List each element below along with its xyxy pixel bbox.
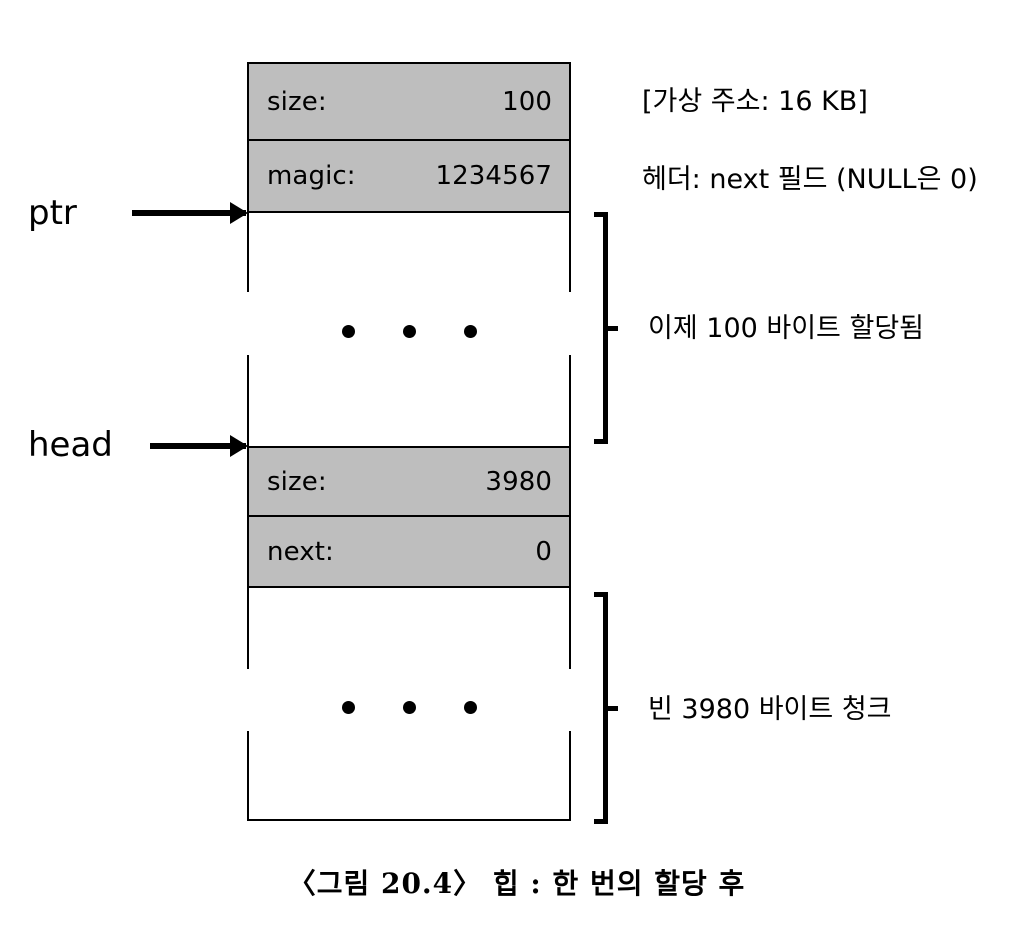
brace-spine	[603, 592, 608, 824]
allocated-region-brace	[588, 212, 618, 444]
allocated-chunk-magic-row: magic: 1234567	[247, 139, 571, 213]
ellipsis-dot	[402, 701, 416, 714]
ellipsis-dot	[341, 701, 355, 714]
free-body-left-rail-lower	[247, 731, 249, 819]
free-chunk-size-value: 3980	[485, 466, 552, 497]
brace-cap-top	[594, 212, 608, 217]
pointer-arrow-head	[150, 443, 246, 449]
allocated-chunk-magic-label: magic:	[267, 161, 356, 191]
ellipsis-dot	[402, 325, 416, 338]
figure-caption: 〈그림 20.4〉 힙 : 한 번의 할당 후	[287, 867, 746, 900]
brace-cap-bottom	[594, 819, 608, 824]
free-body-ellipsis	[247, 701, 571, 714]
free-body-bottom-edge	[247, 819, 571, 821]
free-region-brace	[588, 592, 618, 824]
free-body-right-rail-upper	[569, 588, 571, 669]
brace-cap-top	[594, 592, 608, 597]
allocated-body-top-edge	[247, 211, 571, 213]
annotation-virtual-address: [가상 주소: 16 KB]	[642, 86, 868, 117]
free-chunk-body	[247, 586, 571, 821]
annotation-header-next-field: 헤더: next 필드 (NULL은 0)	[642, 164, 978, 195]
pointer-arrow-ptr	[132, 210, 246, 216]
allocated-chunk-size-value: 100	[502, 86, 552, 117]
allocated-body-left-rail-lower	[247, 355, 249, 446]
pointer-label-head: head	[28, 425, 113, 465]
free-chunk-next-value: 0	[535, 536, 552, 567]
ellipsis-dot	[463, 701, 477, 714]
free-body-right-rail-lower	[569, 731, 571, 819]
allocated-chunk-body	[247, 211, 571, 446]
ellipsis-dot	[341, 325, 355, 338]
allocated-body-ellipsis	[247, 325, 571, 338]
brace-cap-bottom	[594, 439, 608, 444]
free-chunk-size-row: size: 3980	[247, 446, 571, 517]
brace-spine	[603, 212, 608, 444]
free-chunk-size-label: size:	[267, 466, 327, 497]
ellipsis-dot	[463, 325, 477, 338]
heap-diagram: size: 100 magic: 1234567 size: 3980 ne	[247, 62, 571, 821]
annotation-free-chunk: 빈 3980 바이트 청크	[648, 694, 892, 725]
allocated-body-right-rail-lower	[569, 355, 571, 446]
allocated-chunk-magic-value: 1234567	[435, 161, 552, 191]
free-chunk-next-label: next:	[267, 536, 334, 567]
brace-nub	[607, 326, 618, 331]
allocated-body-right-rail-upper	[569, 213, 571, 292]
free-body-left-rail-upper	[247, 588, 249, 669]
allocated-body-left-rail-upper	[247, 213, 249, 292]
allocated-chunk-size-row: size: 100	[247, 62, 571, 141]
brace-nub	[607, 706, 618, 711]
annotation-allocated-bytes: 이제 100 바이트 할당됨	[648, 313, 925, 344]
free-body-top-edge	[247, 586, 571, 588]
free-chunk-next-row: next: 0	[247, 515, 571, 588]
pointer-label-ptr: ptr	[28, 193, 77, 233]
allocated-chunk-size-label: size:	[267, 86, 327, 117]
